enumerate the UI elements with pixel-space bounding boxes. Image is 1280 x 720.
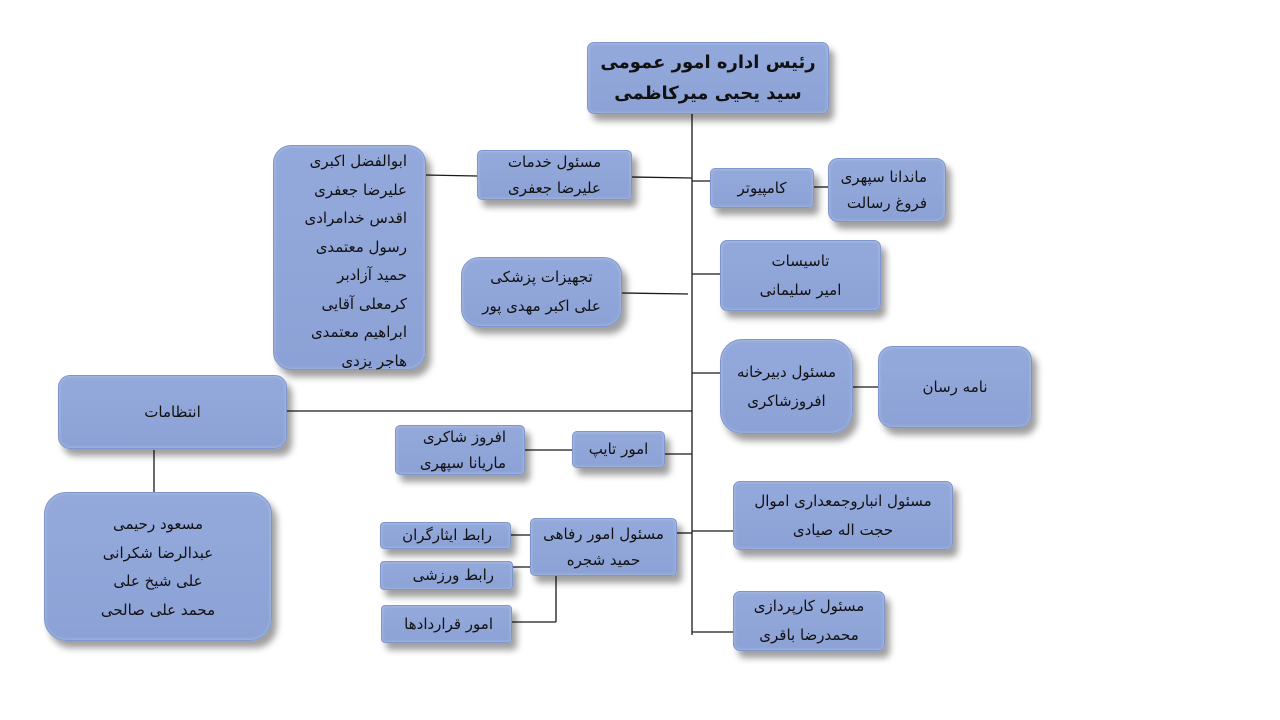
head-name: سید یحیی میرکاظمی [614, 83, 802, 104]
medical-name: علی اکبر مهدی پور [482, 297, 601, 315]
line-services [631, 176, 693, 179]
line-services-staff [424, 174, 478, 177]
security-staff-item: علی شیخ علی [113, 572, 203, 590]
courier-title: نامه رسان [922, 377, 988, 396]
secretariat-name: افروزشاکری [747, 391, 826, 410]
services-box: مسئول خدمات علیرضا جعفری [477, 150, 632, 200]
facilities-name: امیر سلیمانی [759, 280, 842, 299]
computer-staff-item: ماندانا سپهری [840, 168, 927, 186]
typing-staff-box: افروز شاکری ماریانا سپهری [395, 425, 525, 475]
security-box: انتظامات [58, 375, 287, 449]
welfare-title: مسئول امور رفاهی [543, 525, 664, 543]
security-title: انتظامات [144, 402, 201, 421]
services-staff-item: ابوالفضل اکبری [309, 152, 407, 170]
computer-title: کامپیوتر [737, 178, 787, 197]
computer-staff-box: ماندانا سپهری فروغ رسالت [828, 158, 946, 222]
welfare-unit-label: رابط ورزشی [412, 566, 494, 584]
procurement-title: مسئول کارپردازی [753, 597, 865, 615]
head-title: رئیس اداره امور عمومی [600, 52, 816, 73]
services-staff-item: حمید آزادبر [337, 266, 407, 284]
head-box: رئیس اداره امور عمومی سید یحیی میرکاظمی [587, 42, 829, 114]
computer-box: کامپیوتر [710, 168, 814, 208]
warehouse-name: حجت اله صیادی [792, 520, 894, 539]
welfare-unit-label: امور قراردادها [404, 614, 493, 633]
security-staff-box: مسعود رحیمی عبدالرضا شکرانی علی شیخ علی … [44, 492, 272, 641]
services-staff-box: ابوالفضل اکبری علیرضا جعفری اقدس خدامراد… [273, 145, 426, 370]
services-staff-item: کرمعلی آقایی [321, 294, 407, 313]
welfare-unit-label: رابط ایثارگران [402, 526, 492, 544]
procurement-name: محمدرضا باقری [759, 626, 859, 644]
computer-staff-item: فروغ رسالت [846, 194, 927, 212]
services-staff-item: هاجر یزدی [341, 351, 407, 370]
services-staff-item: اقدس خدامرادی [304, 209, 407, 227]
services-staff-item: علیرضا جعفری [314, 180, 407, 199]
secretariat-title: مسئول دبیرخانه [736, 362, 837, 381]
welfare-unit-box: رابط ورزشی [380, 561, 513, 590]
services-title: مسئول خدمات [507, 153, 602, 171]
warehouse-box: مسئول انباروجمعداری اموال حجت اله صیادی [733, 481, 953, 550]
welfare-box: مسئول امور رفاهی حمید شجره [530, 518, 677, 576]
typing-box: امور تایپ [572, 431, 665, 468]
typing-staff-item: افروز شاکری [422, 428, 506, 446]
line-medical [621, 292, 689, 295]
warehouse-title: مسئول انباروجمعداری اموال [754, 491, 932, 510]
facilities-box: تاسیسات امیر سلیمانی [720, 240, 881, 311]
security-staff-item: محمد علی صالحی [100, 600, 216, 619]
typing-title: امور تایپ [588, 440, 649, 458]
services-name: علیرضا جعفری [508, 179, 601, 197]
services-staff-item: ابراهیم معتمدی [310, 323, 407, 341]
medical-box: تجهیزات پزشکی علی اکبر مهدی پور [461, 257, 622, 327]
courier-box: نامه رسان [878, 346, 1032, 428]
typing-staff-item: ماریانا سپهری [419, 454, 506, 472]
welfare-unit-box: امور قراردادها [381, 605, 512, 643]
services-staff-item: رسول معتمدی [315, 237, 407, 256]
welfare-unit-box: رابط ایثارگران [380, 522, 511, 549]
secretariat-box: مسئول دبیرخانه افروزشاکری [720, 339, 853, 434]
security-staff-item: عبدالرضا شکرانی [102, 543, 214, 562]
security-staff-item: مسعود رحیمی [112, 515, 204, 533]
facilities-title: تاسیسات [771, 251, 830, 270]
medical-title: تجهیزات پزشکی [490, 268, 593, 286]
procurement-box: مسئول کارپردازی محمدرضا باقری [733, 591, 885, 651]
welfare-name: حمید شجره [566, 551, 641, 569]
